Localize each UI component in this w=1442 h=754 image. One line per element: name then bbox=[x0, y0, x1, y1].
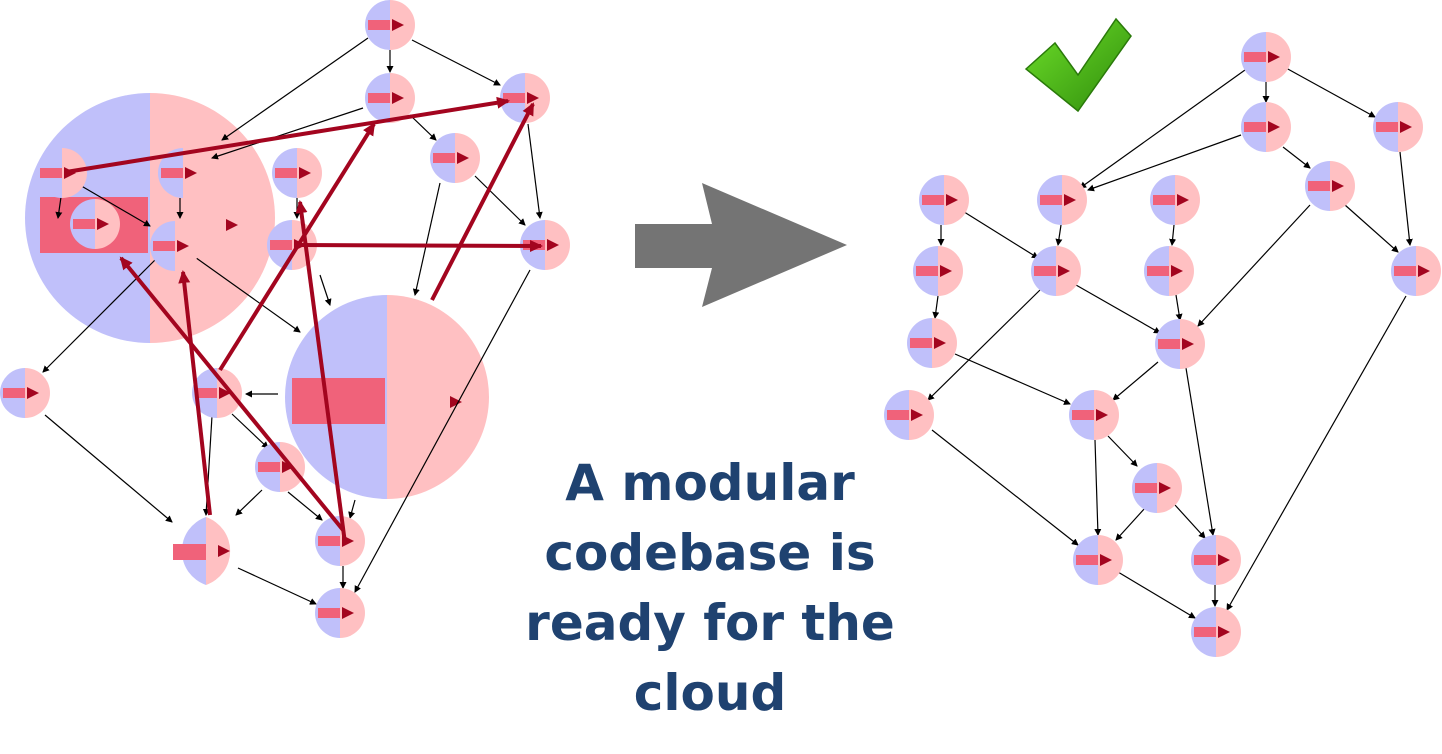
module-node bbox=[315, 516, 365, 566]
module-node bbox=[919, 175, 969, 225]
module-node bbox=[1031, 246, 1081, 296]
module-node bbox=[272, 148, 322, 198]
module-node bbox=[1073, 535, 1123, 585]
monolith-modules bbox=[0, 0, 570, 638]
modular-edges bbox=[927, 67, 1413, 619]
module-node bbox=[884, 390, 934, 440]
right-arrow-icon bbox=[635, 183, 847, 307]
module-node bbox=[1037, 175, 1087, 225]
module-node bbox=[1155, 319, 1205, 369]
module-node bbox=[150, 221, 200, 271]
module-node bbox=[1391, 246, 1441, 296]
module-node bbox=[913, 246, 963, 296]
module-node bbox=[365, 73, 415, 123]
caption-line: ready for the bbox=[525, 594, 895, 652]
caption: A modular codebase is ready for the clou… bbox=[520, 448, 900, 728]
module-node bbox=[907, 318, 957, 368]
modular-modules bbox=[884, 32, 1441, 657]
monolith-graph bbox=[0, 0, 570, 638]
medium-module bbox=[173, 517, 231, 585]
module-node bbox=[0, 368, 50, 418]
caption-line: A modular bbox=[565, 454, 855, 512]
caption-line: codebase is bbox=[544, 524, 876, 582]
module-node bbox=[1241, 32, 1291, 82]
module-node bbox=[315, 588, 365, 638]
module-node bbox=[1144, 246, 1194, 296]
module-node bbox=[1373, 102, 1423, 152]
monolith-edges bbox=[42, 37, 543, 605]
module-node bbox=[158, 148, 208, 198]
module-node bbox=[1150, 175, 1200, 225]
module-node bbox=[1132, 463, 1182, 513]
large-module bbox=[285, 295, 489, 499]
module-node bbox=[1305, 161, 1355, 211]
module-node bbox=[365, 0, 415, 50]
module-node bbox=[37, 148, 87, 198]
checkmark-icon bbox=[1024, 17, 1132, 113]
module-node bbox=[1191, 607, 1241, 657]
module-node bbox=[1069, 390, 1119, 440]
modular-graph bbox=[884, 32, 1441, 657]
module-node bbox=[1241, 102, 1291, 152]
module-node bbox=[255, 442, 305, 492]
module-node bbox=[430, 133, 480, 183]
module-node bbox=[1191, 535, 1241, 585]
module-node bbox=[70, 199, 120, 249]
tangled-dependency-edges bbox=[65, 96, 543, 544]
caption-line: cloud bbox=[633, 664, 787, 722]
